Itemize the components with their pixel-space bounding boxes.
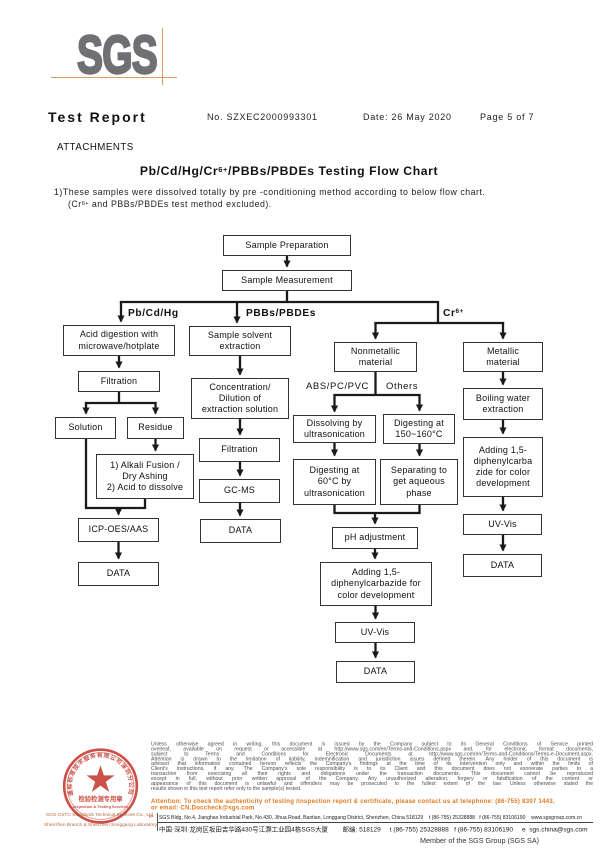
note-line-2: (Cr6+ and PBBs/PBDEs test method exclude… — [68, 199, 272, 209]
node-data-cr-nonmetallic: DATA — [336, 661, 415, 683]
logo-vertical-line — [161, 28, 164, 85]
note-line-2-post: and PBBs/PBDEs test method excluded). — [88, 199, 272, 209]
node-metallic: Metallic material — [463, 342, 543, 372]
node-solution: Solution — [55, 417, 116, 439]
node-separating: Separating to get aqueous phase — [380, 459, 458, 505]
flow-chart-title: Pb/Cd/Hg/Cr6+/PBBs/PBDEs Testing Flow Ch… — [0, 164, 578, 178]
disclaimer-line: advised that information contained hereo… — [150, 760, 593, 767]
disclaimer-line: subject to Terms and Conditions for Elec… — [150, 750, 593, 757]
node-adding-nonmetallic: Adding 1,5- diphenylcarbazide for color … — [320, 562, 432, 606]
node-residue: Residue — [127, 417, 184, 439]
node-ph-adjustment: pH adjustment — [332, 527, 418, 549]
logo-horizontal-line — [51, 76, 177, 79]
node-dissolving: Dissolving by ultrasonication — [293, 415, 376, 443]
node-acid-digestion: Acid digestion with microwave/hotplate — [63, 325, 175, 356]
node-digesting-60: Digesting at 60°C by ultrasonication — [293, 459, 376, 505]
disclaimer-line: transaction from exercising all their ri… — [150, 770, 593, 777]
node-gc-ms: GC-MS — [199, 479, 280, 503]
node-filtration-pbb: Filtration — [199, 438, 280, 462]
footer-address-cn-text: 中国·深圳·龙岗区坂田吉华路430号江灝工业园4栋SGS大厦 邮编: 51812… — [159, 825, 588, 833]
disclaimer-line: Unless otherwise agreed in writing, this… — [150, 741, 593, 747]
stamp-star-icon — [86, 765, 115, 792]
disclaimer-line: appearance of this document is unlawful … — [150, 780, 593, 786]
report-title: Test Report — [48, 109, 147, 125]
node-data-pbb: DATA — [200, 519, 281, 543]
note-line-2-sup: 6+ — [81, 200, 89, 207]
footer-address-divider — [156, 821, 593, 823]
branch-label-cr6-pre: Cr — [443, 308, 456, 319]
footer-attention-line-2: or email: CN.Doccheck@sgs.com — [150, 804, 255, 811]
flow-chart-title-post: /PBBs/PBDEs Testing Flow Chart — [228, 164, 439, 178]
node-filtration-pb: Filtration — [78, 371, 160, 392]
branch-label-cr6-sup: 6+ — [455, 308, 464, 316]
disclaimer-line: Client's instructions, if any. The Compa… — [150, 765, 593, 772]
node-boiling-water: Boiling water extraction — [463, 388, 543, 420]
node-digesting-150: Digesting at 150~160°C — [383, 414, 455, 444]
page-indicator: Page 5 of 7 — [480, 112, 535, 122]
branch-label-cr6: Cr6+ — [443, 308, 464, 319]
node-nonmetallic: Nonmetallic material — [334, 342, 417, 372]
node-concentration: Concentration/ Dilution of extraction so… — [191, 378, 289, 419]
attachments-label: ATTACHMENTS — [57, 142, 134, 153]
node-adding-metallic: Adding 1,5- diphenylcarba zide for color… — [463, 437, 543, 497]
footer-member-line: Member of the SGS Group (SGS SA) — [420, 836, 540, 845]
disclaimer-line: except in full, without prior written ap… — [150, 775, 593, 781]
sgs-logo: SGS — [76, 25, 158, 85]
stamp-seal-text: 检验检测专用章 — [78, 794, 123, 803]
node-data-pb: DATA — [78, 562, 159, 586]
report-date: Date: 26 May 2020 — [363, 112, 452, 122]
node-uvvis-metallic: UV-Vis — [463, 514, 542, 535]
node-alkali-fusion: 1) Alkali Fusion / Dry Ashing 2) Acid to… — [96, 454, 194, 499]
footer-address-cn: 中国·深圳·龙岗区坂田吉华路430号江灝工业园4栋SGS大厦 邮编: 51812… — [159, 824, 599, 843]
flow-chart-title-sup: 6+ — [218, 164, 229, 174]
branch-label-others: Others — [386, 381, 419, 392]
footer-disclaimer-lines: Unless otherwise agreed in writing, this… — [150, 741, 593, 791]
note-line-2-pre: (Cr — [68, 199, 82, 209]
disclaimer-line: results shown in this test report refer … — [150, 785, 301, 791]
footer-red-mark: ˫˫ — [149, 813, 154, 820]
footer-disclaimer: Unless otherwise agreed in writing, this… — [150, 741, 593, 794]
stamp-seal-subtext: Inspection & Testing Services — [73, 804, 128, 809]
disclaimer-line: Attention is drawn to the limitation of … — [150, 755, 593, 762]
node-sample-preparation: Sample Preparation — [223, 235, 351, 256]
node-solvent-extraction: Sample solvent extraction — [189, 326, 291, 356]
footer-company-line-2: Shenzhen Branch & Shenzhen Songgang Labo… — [44, 822, 158, 828]
footer-address-en-text: SGS Bldg, No.4, Jianghao Industrial Park… — [159, 814, 583, 821]
disclaimer-line: overleaf, available on request or access… — [150, 745, 593, 752]
node-uvvis-nonmetallic: UV-Vis — [335, 622, 415, 643]
branch-label-pbbs-pbdes: PBBs/PBDEs — [246, 308, 316, 319]
note-line-1: 1)These samples were dissolved totally b… — [54, 187, 486, 197]
node-data-cr-metallic: DATA — [463, 554, 542, 577]
footer-attention: Attention: To check the authenticity of … — [151, 798, 593, 824]
report-number: No. SZXEC2000993301 — [207, 112, 318, 122]
flow-chart-title-pre: Pb/Cd/Hg/Cr — [139, 164, 219, 178]
node-icp-oes-aas: ICP-OES/AAS — [78, 518, 159, 542]
footer-address-en: SGS Bldg, No.4, Jianghao Industrial Park… — [159, 815, 599, 826]
footer-company-line-1: SGS-CSTC Standards Technical Services Co… — [46, 812, 155, 818]
node-sample-measurement: Sample Measurement — [222, 270, 352, 291]
branch-label-abs-pc-pvc: ABS/PC/PVC — [306, 381, 370, 392]
branch-label-pb-cd-hg: Pb/Cd/Hg — [128, 308, 179, 319]
footer-attention-line-1: Attention: To check the authenticity of … — [150, 797, 555, 805]
